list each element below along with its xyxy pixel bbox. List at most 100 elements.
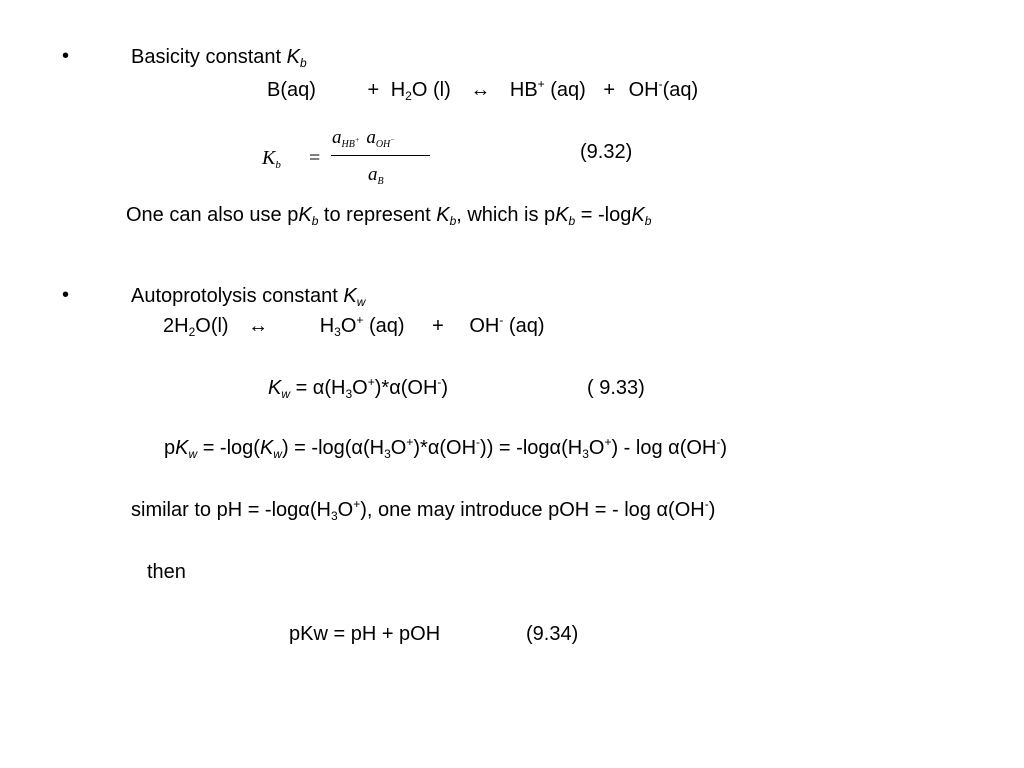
pkw-t7: O <box>588 437 605 459</box>
note-k2-sub: b <box>449 214 457 228</box>
kw-sup2: - <box>437 375 442 389</box>
pkw-t3: ) = -log(α(H <box>281 437 385 459</box>
h3o-sub: 3 <box>334 325 341 339</box>
poh-t4: ) <box>708 499 716 521</box>
pkw-sup4: - <box>716 435 721 449</box>
note-text-2: to represent <box>318 204 437 226</box>
pkw-k2: K <box>259 437 274 459</box>
activity-oh-charge: − <box>390 136 396 144</box>
equilibrium-arrow-2: ↔ <box>248 315 269 337</box>
kw-k: K <box>268 377 282 399</box>
pkw-t5: )*α(OH <box>413 437 477 459</box>
equilibrium-arrow: ↔ <box>470 79 491 101</box>
h3o-o: O <box>340 315 357 337</box>
poh-t2: O <box>337 499 354 521</box>
title2-symbol: K <box>343 285 357 307</box>
product-hb: HB+ (aq) <box>509 77 586 101</box>
kb-denominator: aB <box>368 163 384 187</box>
kb-lhs: Kb <box>262 146 281 171</box>
kw-expression: Kw = α(H3O+)*α(OH-) <box>268 376 448 400</box>
water: H2O (l) <box>390 79 451 102</box>
equation-number-933: ( 9.33) <box>587 377 645 399</box>
water2-sub: 2 <box>188 325 196 339</box>
kw-t3: )*α(OH <box>374 377 438 399</box>
hb: HB <box>509 79 538 101</box>
kb-k: K <box>262 147 276 169</box>
pkw-t4: O <box>390 437 407 459</box>
pkw-t2: = -log( <box>197 437 260 459</box>
plus-sign-3: + <box>432 315 444 337</box>
kw-t1: = α(H <box>290 377 346 399</box>
pkb-note: One can also use pKb to represent Kb, wh… <box>126 203 651 227</box>
h3o-charge: + <box>356 313 364 327</box>
h3o-h: H <box>319 315 335 337</box>
pkw-k1: K <box>175 437 189 459</box>
equation-number-932: (9.32) <box>580 141 633 163</box>
section1-title: Basicity constant Kb <box>131 45 307 69</box>
oh2: OH <box>469 315 500 337</box>
hb-state: (aq) <box>544 79 586 101</box>
water-h: H <box>390 79 406 101</box>
poh-sup2: - <box>704 497 709 511</box>
activity-b-sub: B <box>377 176 384 187</box>
plus-sign: + <box>367 79 380 101</box>
pkw-final-equation: pKw = pH + pOH <box>289 623 441 645</box>
oh2-charge: - <box>499 313 504 327</box>
water-rest: O (l) <box>411 79 451 101</box>
title-text: Basicity constant <box>131 46 287 68</box>
oh: OH <box>628 79 659 101</box>
pkw-sup1: + <box>406 435 414 449</box>
note-k1-sub: b <box>311 214 319 228</box>
product-hydronium: H3O+ (aq) <box>319 313 405 339</box>
product-oh: OH-(aq) <box>628 77 699 101</box>
pkw-sup3: + <box>604 435 612 449</box>
oh2-state: (aq) <box>503 315 545 337</box>
activity-hb-charge: + <box>354 136 360 144</box>
poh-sup1: + <box>353 497 361 511</box>
kb-numerator: aHB+ aOH− <box>332 126 395 150</box>
pkw-t1: p <box>164 437 176 459</box>
reactant-water: 2H2O(l) <box>163 315 229 339</box>
basicity-equation: B(aq) + H2O (l) ↔ HB+ (aq) + OH-(aq) <box>267 78 698 102</box>
equation-number-934: (9.34) <box>526 623 579 645</box>
water2-a: 2H <box>163 315 189 337</box>
poh-definition: similar to pH = -logα(H3O+), one may int… <box>131 498 715 522</box>
pkw-sup2: - <box>476 435 481 449</box>
h3o-state: (aq) <box>363 315 405 337</box>
activity-oh: a <box>366 127 376 148</box>
kw-s1: 3 <box>345 387 353 401</box>
title-symbol: K <box>286 46 300 68</box>
activity-hb: a <box>332 127 342 148</box>
oh-state: (aq) <box>662 79 699 101</box>
title-subscript: b <box>299 56 307 70</box>
poh-t3: ), one may introduce pOH = - log α(OH <box>360 499 705 521</box>
product-hydroxide: OH- (aq) <box>469 313 545 337</box>
pkw-k1-sub: w <box>188 447 198 461</box>
title2-text: Autoprotolysis constant <box>131 285 344 307</box>
then-text: then <box>147 561 186 583</box>
oh-charge: - <box>658 77 663 91</box>
poh-t1: similar to pH = -logα(H <box>131 499 331 521</box>
note-k3-sub: b <box>568 214 576 228</box>
note-k1: K <box>298 204 312 226</box>
activity-hb-sub: HB <box>341 139 355 150</box>
bullet-1: • <box>62 45 70 67</box>
note-k3: K <box>555 204 569 226</box>
activity-oh-sub: OH <box>375 139 391 150</box>
pkw-t8: ) - log α(OH <box>611 437 717 459</box>
autoprotolysis-equation: 2H2O(l) ↔ H3O+ (aq) + OH- (aq) <box>163 314 545 338</box>
note-text-3: , which is p <box>456 204 556 226</box>
pkw-t6: )) = -logα(H <box>480 437 583 459</box>
note-k4: K <box>631 204 645 226</box>
fraction-bar <box>331 155 430 156</box>
pkw-s2: 3 <box>582 447 589 461</box>
title2-subscript: w <box>356 295 366 309</box>
hb-charge: + <box>537 77 545 91</box>
pkw-expression: pKw = -log(Kw) = -log(α(H3O+)*α(OH-)) = … <box>164 436 727 460</box>
poh-s1: 3 <box>330 509 338 523</box>
kw-t2: O <box>352 377 368 399</box>
pkw-s1: 3 <box>384 447 391 461</box>
kw-t4: ) <box>441 377 449 399</box>
plus-sign-2: + <box>603 79 616 101</box>
